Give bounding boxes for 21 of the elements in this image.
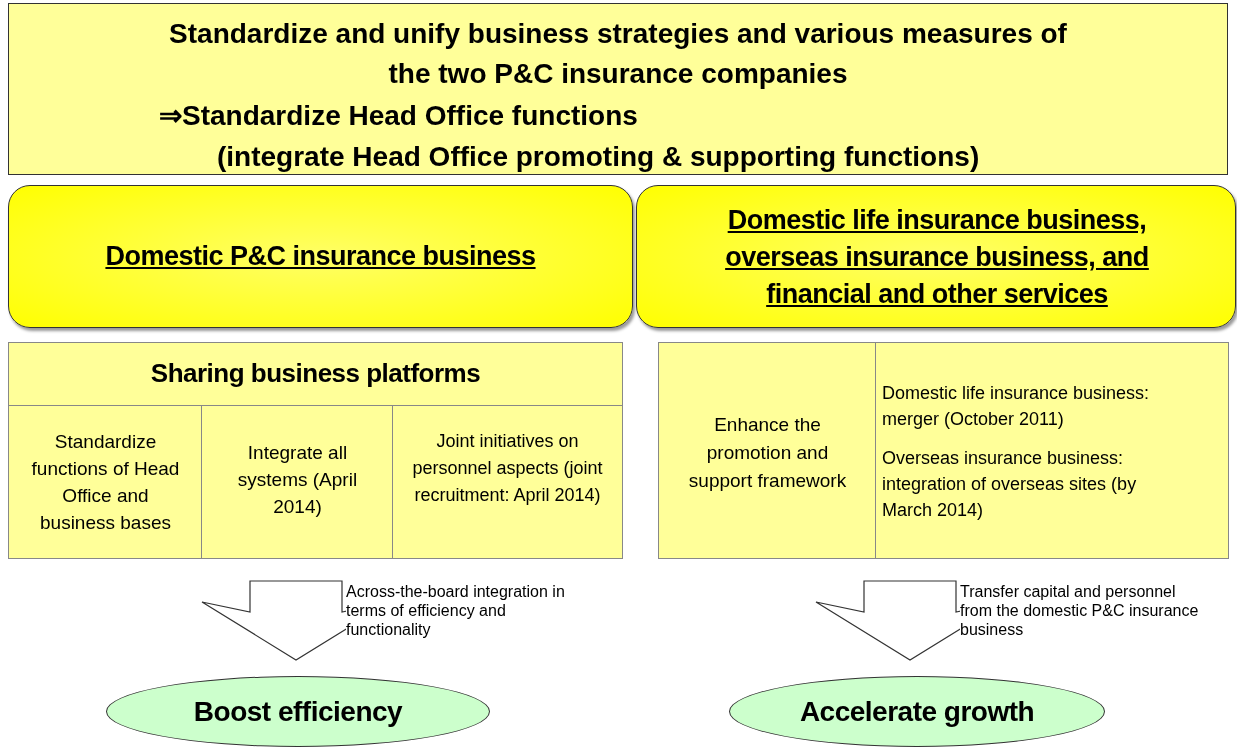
goal-text: Boost efficiency [192, 695, 404, 729]
empty-box [658, 342, 1229, 559]
heading-text: ⇒Standardize Head Office functions [159, 99, 638, 133]
table-cell [9, 405, 202, 559]
table-header: Sharing business platforms [149, 357, 482, 389]
table-panel [8, 342, 623, 559]
cell-text: Integrate all systems (April 2014) [236, 441, 359, 519]
panel-title: Domestic life insurance business, overseas insurance business, and financial and other services [724, 204, 1150, 311]
cell-text: Enhance the promotion and support framework [687, 413, 848, 493]
business-panel [636, 185, 1236, 328]
heading-banner [8, 3, 1228, 175]
goal-text: Accelerate growth [798, 695, 1036, 729]
cell-text: Joint initiatives on personnel aspects (joint recruitment: April 2014) [411, 430, 604, 507]
heading-text: (integrate Head Office promoting & supporting functions) [217, 140, 980, 174]
table-cell [202, 405, 393, 559]
panel-title: Domestic P&C insurance business [104, 240, 537, 273]
heading-text: Standardize and unify business strategies and various measures of the two P&C insurance companies [168, 17, 1068, 91]
cell-text: Standardize functions of Head Office and business bases [30, 430, 181, 535]
business-panel [8, 185, 633, 328]
cell-text: Domestic life insurance business: merger (October 2011) [882, 382, 1151, 431]
cell-text: Overseas insurance business: integration of overseas sites (by March 2014) [882, 447, 1138, 522]
